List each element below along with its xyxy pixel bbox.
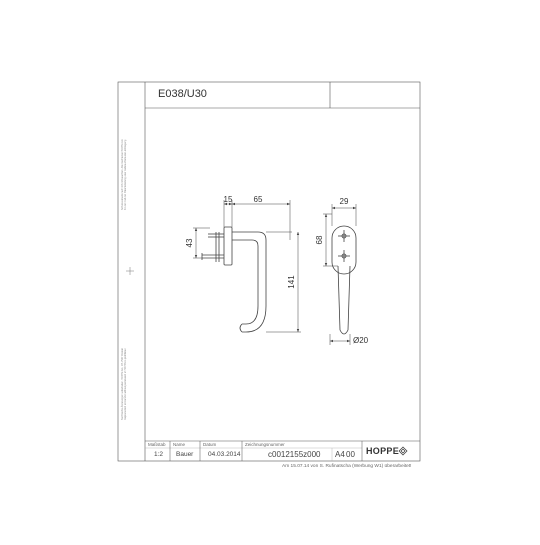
- dim-65: 65: [254, 195, 263, 204]
- drawing-number-value: c0012155z000: [268, 450, 321, 459]
- dim-68: 68: [315, 235, 324, 244]
- page-title: E038/U30: [158, 88, 207, 100]
- index-value: 00: [346, 450, 355, 459]
- dim-43: 43: [185, 238, 194, 247]
- name-value: Bauer: [176, 451, 194, 458]
- brand-name: HOPPE: [366, 446, 400, 456]
- side-note-bottom: Technische Änderungen vorbehalten. HOPPE…: [121, 348, 127, 420]
- dim-20: Ø20: [353, 336, 369, 345]
- sheet-border: [117, 81, 421, 462]
- date-label: Datum: [203, 442, 217, 447]
- footer-note: Am 15.07.14 von S. Rufinatscha (Werbung …: [282, 464, 412, 469]
- side-note-top: Schutzvermerk nach DIN 34 beachten. Alle…: [121, 139, 127, 210]
- date-value: 04.03.2014: [208, 451, 241, 458]
- dimension-lines-front: [323, 204, 357, 345]
- name-label: Name: [173, 442, 186, 447]
- dim-15: 15: [224, 195, 233, 204]
- handle-side-view: [201, 226, 267, 333]
- hoppe-logo-mark: [398, 446, 408, 456]
- drawing-number-label: Zeichnungsnummer: [245, 442, 285, 447]
- dim-29: 29: [340, 197, 349, 206]
- dimension-lines-side: [193, 200, 301, 333]
- handle-front-view: [331, 225, 357, 335]
- format-value: A4: [335, 450, 345, 459]
- scale-label: Maßstab: [148, 442, 166, 447]
- dim-141: 141: [287, 275, 296, 289]
- scale-value: 1:2: [154, 451, 164, 458]
